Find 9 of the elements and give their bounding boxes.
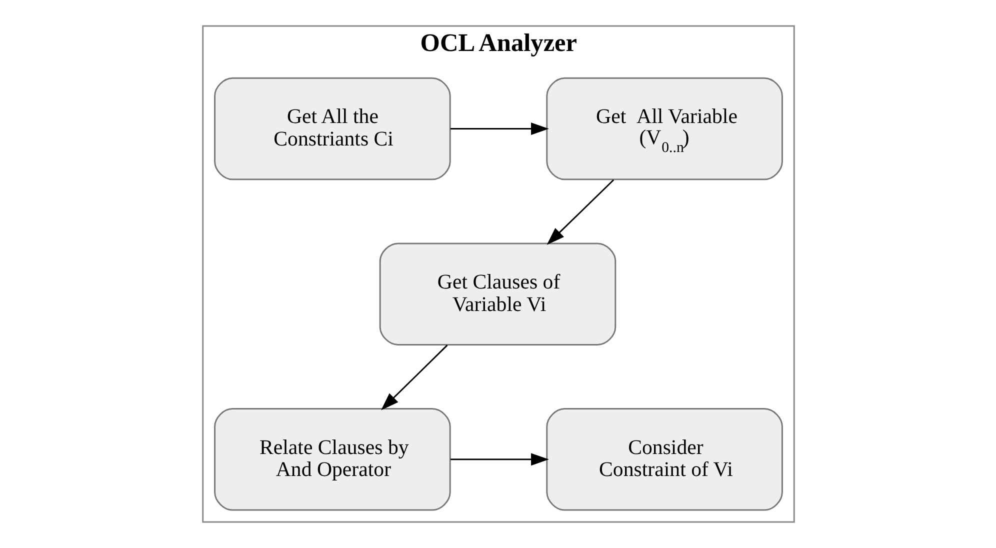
node-box: Get All Variable (V$_{0..n}$) <box>546 77 782 180</box>
arrow <box>450 453 548 466</box>
node-box: Consider Constraint of Vi <box>546 408 782 511</box>
arrow <box>450 122 548 136</box>
arrow <box>546 179 614 245</box>
node-box: Relate Clauses by And Operator <box>214 408 450 511</box>
arrow <box>380 344 448 410</box>
node-box: Get All the Constriants Ci <box>214 77 450 180</box>
node-box: Get Clauses of Variable Vi <box>378 242 616 346</box>
